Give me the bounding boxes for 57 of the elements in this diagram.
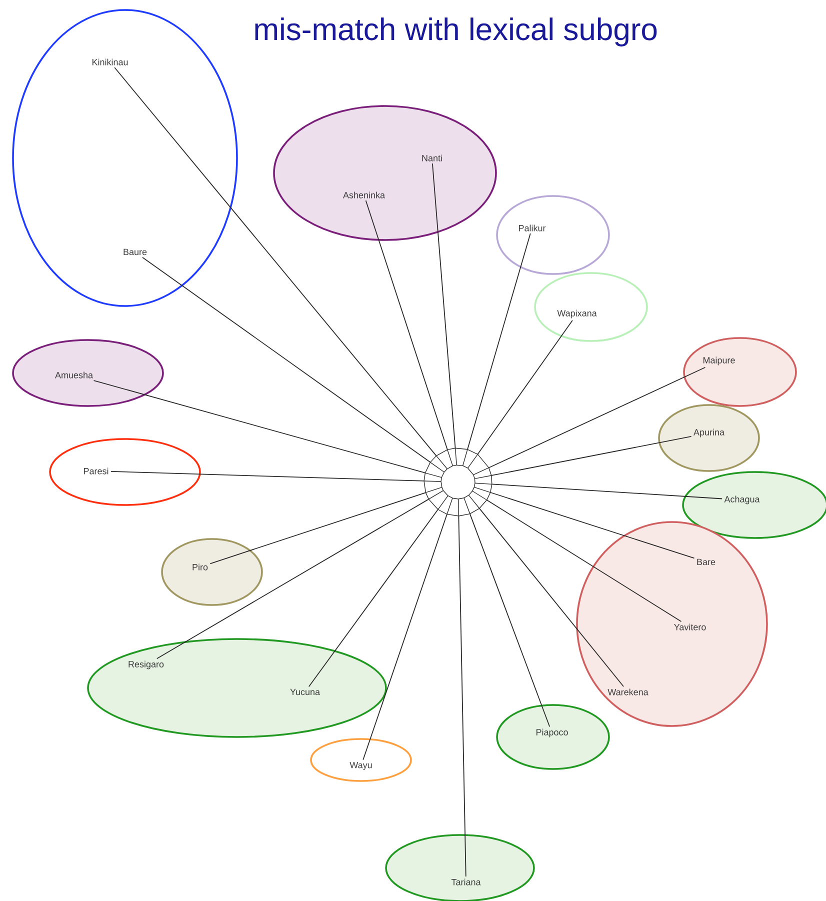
group-ellipse [534,272,648,342]
group-ellipse [658,404,760,472]
group-ellipse [49,438,201,506]
language-label: Piro [192,564,208,570]
language-label: Apurina [694,428,724,438]
language-label: Baure [124,248,147,256]
language-label: Wapixana [557,310,597,318]
language-label: Warekena [608,688,648,696]
branch-line [486,500,682,622]
branch-line [488,366,706,468]
language-label: Kinikinau [92,58,128,66]
branch-line [110,471,424,482]
group-ellipse [12,9,238,307]
network-drawing [424,448,492,516]
group-ellipse [683,337,797,407]
language-label: Achagua [724,496,760,504]
language-label: Asheninka [343,192,385,198]
language-label: Wayu [350,762,372,770]
group-ellipse [12,339,164,407]
branch-line [365,200,448,450]
language-label: Maipure [703,356,735,366]
branch-line [479,508,624,687]
group-ellipse [161,538,263,606]
branch-line [470,514,550,728]
branch-line [210,492,426,564]
branch-line [142,256,431,463]
branch-line [490,492,695,559]
group-ellipse [385,834,535,901]
branch-line [432,163,456,448]
group-ellipse [87,638,387,738]
group-ellipse [496,704,610,770]
language-label: Bare [697,558,716,566]
title: mis-match with lexical subgro [255,18,657,46]
language-label: Tariana [451,878,481,886]
branch-line [458,516,466,877]
group-ellipse [496,195,610,275]
branch-line [308,509,438,688]
branch-line [477,320,573,455]
language-label: Piapoco [536,728,568,738]
branch-line [467,233,531,450]
branch-line [362,514,448,760]
language-label: Nanti [422,154,442,162]
language-label: Yucuna [290,688,320,696]
branch-line [93,380,426,474]
language-label: Amuesha [55,372,93,378]
language-label: Yavitero [674,624,706,630]
group-ellipse [273,105,497,241]
language-label: Palikur [518,224,546,232]
group-ellipse [682,471,826,539]
group-ellipse [310,738,412,782]
language-label: Resigaro [128,660,164,670]
group-ellipse [576,521,768,727]
branch-line [156,498,429,660]
language-label: Paresi [84,468,108,474]
branch-line [492,484,722,500]
branch-line [491,436,692,476]
branch-line [114,67,437,456]
